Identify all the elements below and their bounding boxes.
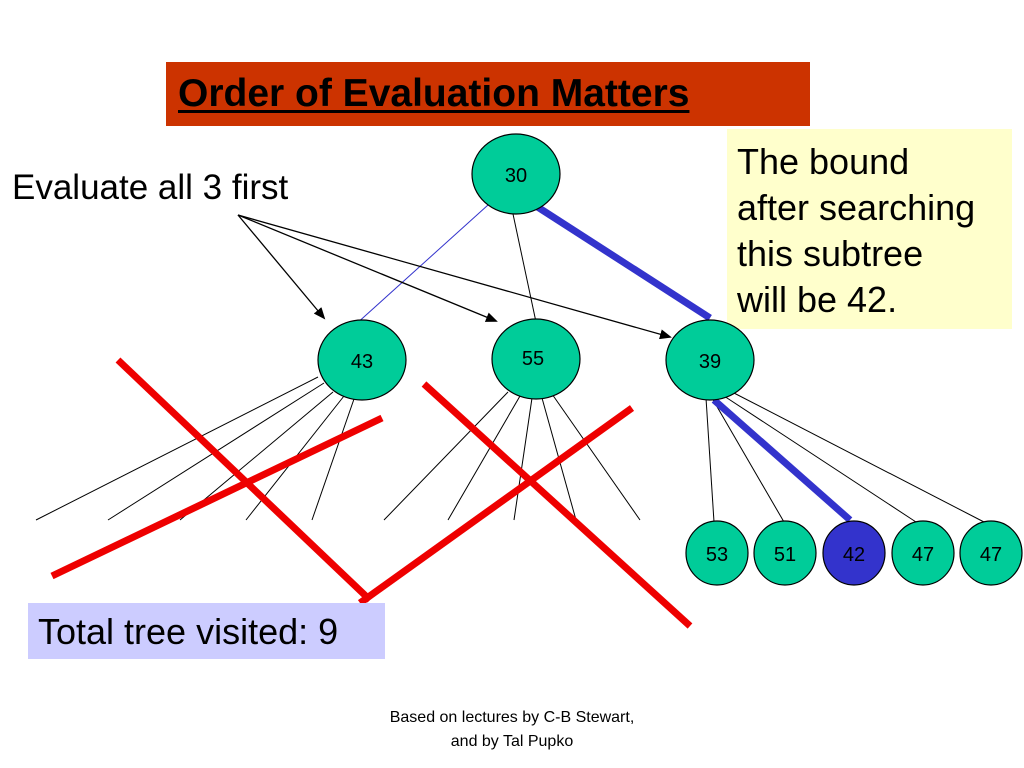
edge-middle-child — [383, 391, 509, 521]
leaf-value: 51 — [774, 544, 796, 566]
node-right-value: 39 — [699, 351, 721, 373]
leaf-node-best: 42 — [822, 520, 886, 586]
edge-middle-child — [551, 393, 641, 521]
bound-note-line: The bound — [737, 141, 910, 182]
edge-right-leaf-best — [711, 397, 853, 523]
edge-root-right — [534, 203, 712, 321]
cross-out-line — [421, 381, 693, 629]
slide-title: Order of Evaluation Matters — [178, 72, 690, 115]
leaf-value: 47 — [912, 544, 934, 566]
arrow-to-left — [237, 214, 326, 320]
bound-note-line: after searching — [737, 187, 976, 228]
cross-out-line — [357, 405, 635, 606]
bound-note-text: The bound after searching this subtree w… — [737, 139, 1007, 323]
total-visited-text: Total tree visited: 9 — [38, 611, 339, 652]
node-left: 43 — [317, 319, 407, 401]
leaf-node: 53 — [685, 520, 749, 586]
edge-left-child — [311, 398, 355, 521]
edge-root-left — [354, 204, 489, 326]
cross-out-line — [115, 357, 373, 603]
arrow-to-right — [237, 214, 672, 340]
node-right: 39 — [665, 319, 755, 401]
leaf-node: 51 — [753, 520, 817, 586]
edge-right-leaf — [723, 395, 917, 523]
leaf-value: 42 — [843, 544, 865, 566]
leaf-node: 47 — [959, 520, 1023, 586]
leaf-value: 47 — [980, 544, 1002, 566]
bound-note-line: will be 42. — [737, 279, 898, 320]
arrow-to-middle — [237, 214, 498, 322]
node-left-value: 43 — [351, 351, 373, 373]
footer-line: and by Tal Pupko — [450, 733, 574, 750]
node-middle-value: 55 — [522, 348, 544, 370]
cross-out-line — [50, 414, 384, 580]
bound-note-line: this subtree — [737, 233, 924, 274]
node-root-value: 30 — [505, 165, 527, 187]
node-root: 30 — [471, 133, 561, 215]
edge-right-leaf — [711, 397, 785, 523]
node-middle: 55 — [491, 318, 581, 400]
edge-left-child — [35, 376, 319, 521]
edge-middle-child — [447, 395, 521, 521]
leaf-node: 47 — [891, 520, 955, 586]
edge-right-leaf — [705, 397, 715, 523]
footer-line: Based on lectures by C-B Stewart, — [389, 709, 635, 726]
edge-right-leaf — [731, 391, 985, 523]
leaf-value: 53 — [706, 544, 728, 566]
title-banner: Order of Evaluation Matters — [166, 62, 810, 126]
edge-middle-child — [513, 397, 533, 521]
footer-credit: Based on lectures by C-B Stewart, and by… — [312, 706, 712, 754]
edge-root-middle — [512, 213, 537, 323]
total-visited-box: Total tree visited: 9 — [28, 603, 385, 659]
evaluate-label: Evaluate all 3 first — [12, 168, 289, 207]
bound-note: The bound after searching this subtree w… — [727, 129, 1012, 329]
